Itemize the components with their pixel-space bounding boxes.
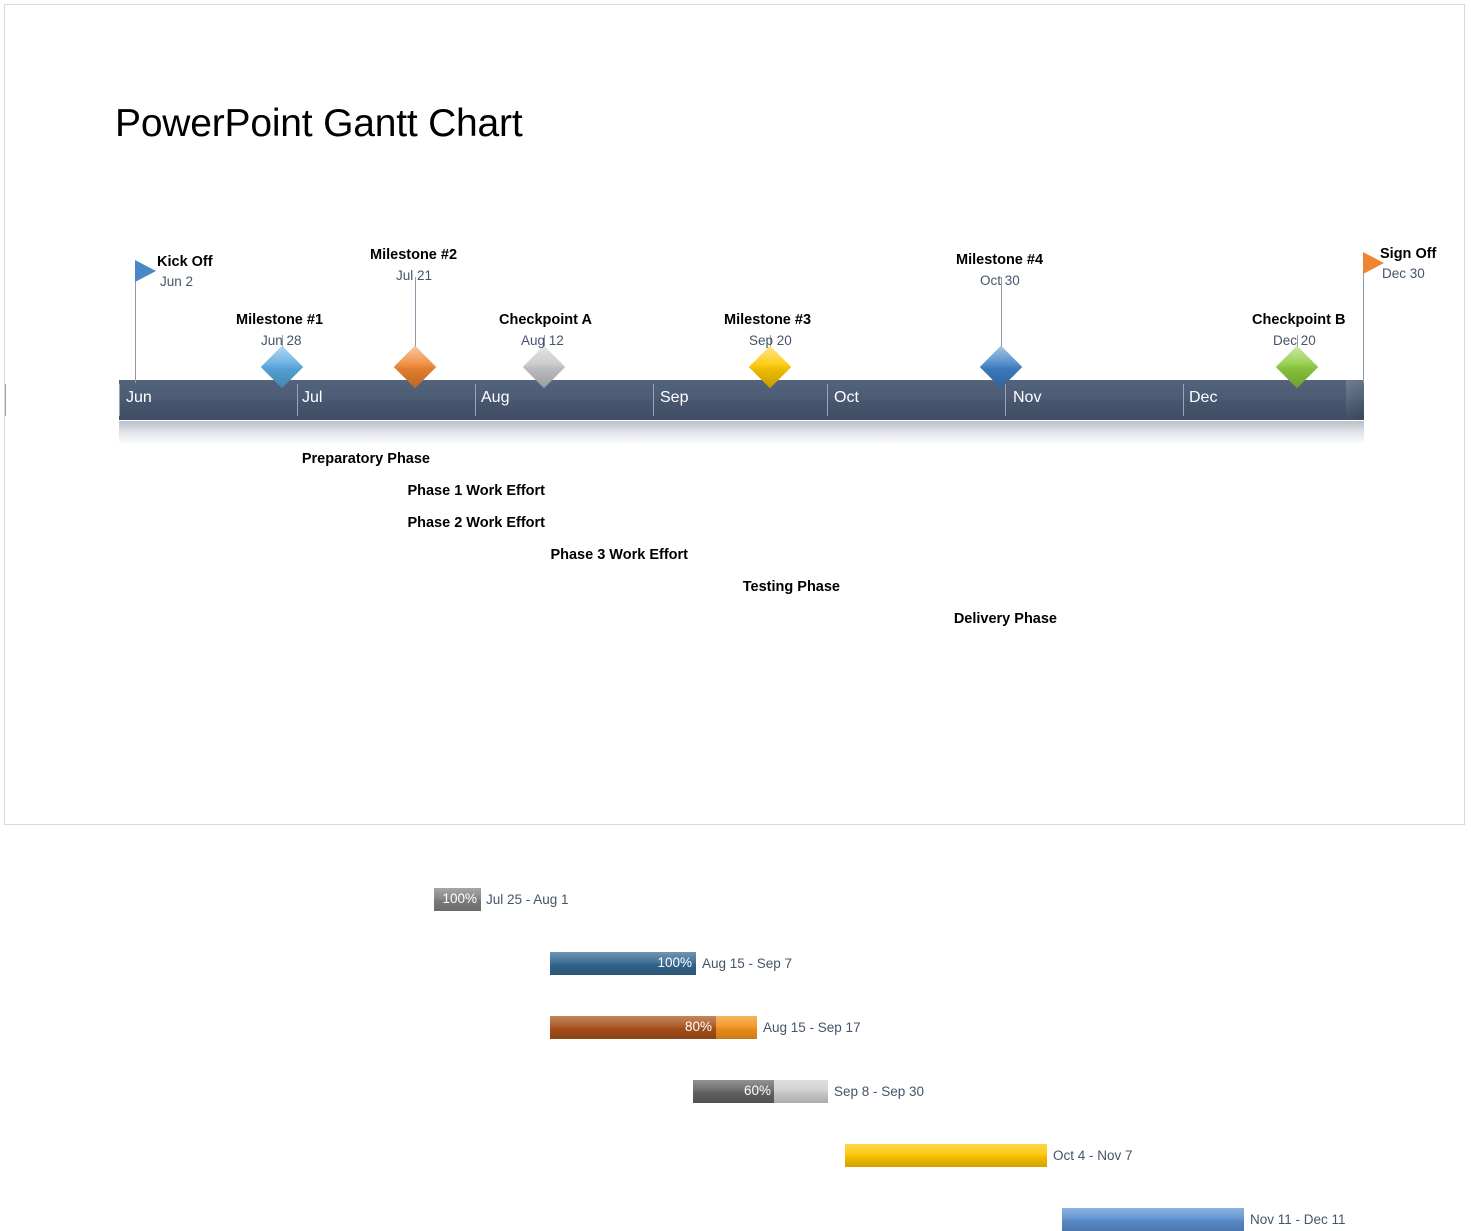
task-bar-progress [845, 1144, 1047, 1167]
task-percent: 100% [442, 891, 477, 906]
month-label-oct: Oct [834, 389, 859, 406]
task-label: Phase 1 Work Effort [407, 483, 545, 499]
milestone-title: Sign Off [1380, 246, 1437, 262]
milestone-date: Jun 2 [160, 274, 194, 289]
task-dates: Aug 15 - Sep 7 [702, 956, 793, 971]
task-label: Phase 2 Work Effort [407, 515, 545, 531]
month-label-jul: Jul [302, 389, 323, 406]
month-label-dec: Dec [1189, 389, 1218, 406]
month-tick [827, 384, 828, 416]
month-tick [297, 384, 298, 416]
task-bar[interactable]: 100% [550, 952, 696, 975]
task-dates: Oct 4 - Nov 7 [1053, 1148, 1133, 1163]
milestone-date: Jun 28 [261, 333, 302, 348]
milestone-date: Dec 20 [1273, 333, 1316, 348]
flag-pole [1363, 255, 1364, 383]
task-dates: Nov 11 - Dec 11 [1250, 1212, 1346, 1227]
milestone-date: Sep 20 [749, 333, 792, 348]
month-label-sep: Sep [660, 389, 689, 406]
slide-canvas: PowerPoint Gantt Chart Jun Jul Aug Sep O… [4, 4, 1465, 1231]
month-tick [1183, 384, 1184, 416]
task-bar-progress [1062, 1208, 1244, 1231]
task-label: Testing Phase [742, 579, 840, 595]
flag-pole [135, 263, 136, 383]
connector-line [415, 277, 416, 367]
milestone-title: Kick Off [157, 254, 213, 270]
month-label-nov: Nov [1013, 389, 1042, 406]
month-tick [475, 384, 476, 416]
task-bar[interactable]: 60% [693, 1080, 828, 1103]
task-dates: Aug 15 - Sep 17 [763, 1020, 861, 1035]
page-title: PowerPoint Gantt Chart [115, 102, 523, 145]
connector-line [1001, 277, 1002, 367]
month-label-aug: Aug [481, 389, 510, 406]
milestone-title: Milestone #4 [956, 252, 1044, 268]
month-label-jun: Jun [126, 389, 152, 406]
task-bar[interactable]: 80% [550, 1016, 757, 1039]
month-tick [653, 384, 654, 416]
axis-shadow-strip [119, 421, 1364, 443]
milestone-title: Checkpoint B [1252, 312, 1346, 328]
milestone-title: Milestone #3 [724, 312, 812, 328]
month-tick [119, 384, 120, 416]
timeline-axis-bar [119, 380, 1364, 420]
task-percent: 100% [657, 955, 692, 970]
task-label: Preparatory Phase [301, 451, 430, 467]
flag-icon [1363, 252, 1384, 274]
task-percent: 80% [684, 1019, 712, 1034]
task-dates: Jul 25 - Aug 1 [486, 892, 569, 907]
milestone-date: Oct 30 [980, 273, 1020, 288]
task-dates: Sep 8 - Sep 30 [834, 1084, 925, 1099]
task-bar[interactable] [845, 1144, 1047, 1167]
gantt-chart: Jun Jul Aug Sep Oct Nov Dec Kick Off Jun… [5, 5, 1471, 1231]
month-tick [5, 384, 6, 416]
task-label: Delivery Phase [953, 611, 1057, 627]
milestone-title: Milestone #1 [236, 312, 324, 328]
task-bar[interactable]: 100% [434, 888, 481, 911]
milestone-date: Dec 30 [1382, 266, 1425, 281]
axis-bar-bevel [1346, 380, 1364, 420]
task-label: Phase 3 Work Effort [550, 547, 688, 563]
task-bar[interactable] [1062, 1208, 1244, 1231]
milestone-title: Milestone #2 [370, 247, 458, 263]
milestone-date: Aug 12 [521, 333, 564, 348]
milestone-date: Jul 21 [396, 268, 433, 283]
flag-icon [135, 260, 156, 282]
milestone-title: Checkpoint A [499, 312, 592, 328]
month-tick [1005, 384, 1006, 416]
task-percent: 60% [743, 1083, 771, 1098]
